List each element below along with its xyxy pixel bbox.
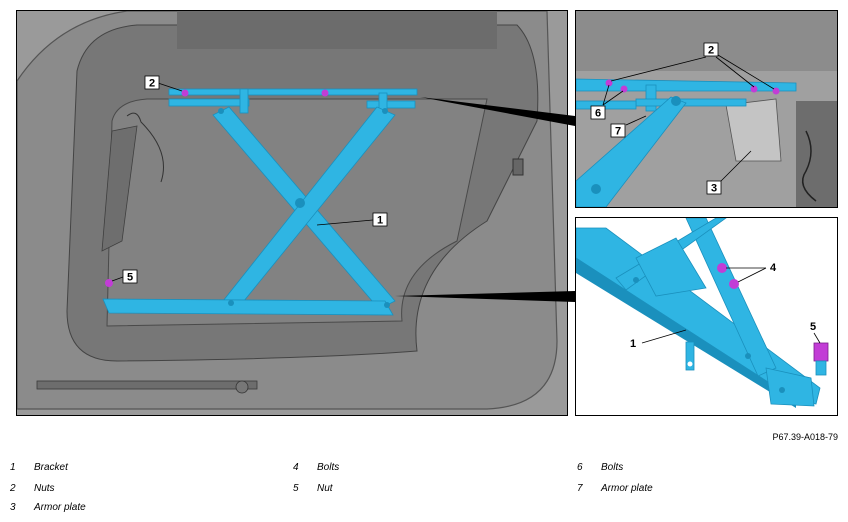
nut-marker (105, 279, 113, 287)
top-detail-illustration: 2 6 7 3 (576, 11, 837, 207)
legend-label: Bracket (34, 462, 68, 473)
callout-top-2: 2 (708, 45, 714, 57)
callout-top-6: 6 (595, 108, 601, 120)
legend-number: 3 (10, 502, 16, 513)
bolt-marker (717, 263, 727, 273)
legend-label: Armor plate (34, 502, 86, 513)
legend-label: Nuts (34, 483, 55, 494)
detail-view-bottom: 4 5 1 (575, 217, 838, 416)
legend-label: Nut (317, 483, 333, 494)
document-code: P67.39-A018-79 (772, 432, 838, 442)
bolt-marker (620, 85, 628, 93)
bolt-marker (605, 79, 613, 87)
legend-label: Bolts (317, 462, 340, 473)
bolt-marker (729, 279, 739, 289)
nut-marker (181, 89, 189, 97)
callout-main-5: 5 (127, 272, 133, 284)
callout-main-2: 2 (149, 78, 155, 90)
legend-number: 5 (293, 483, 299, 494)
door-illustration: 2 1 5 (17, 11, 567, 415)
nut-marker (321, 89, 329, 97)
bracket-detail-bottom (576, 218, 821, 408)
callout-bottom-5: 5 (810, 321, 816, 333)
legend: 1 Bracket 2 Nuts 3 Armor plate 4 Bolts 5… (0, 458, 848, 522)
bottom-detail-illustration: 4 5 1 (576, 218, 837, 415)
main-door-view: 2 1 5 (16, 10, 568, 416)
nut-marker (813, 342, 829, 362)
callout-bottom-4: 4 (770, 262, 777, 274)
detail-view-top: 2 6 7 3 (575, 10, 838, 208)
legend-number: 7 (577, 483, 583, 494)
callout-top-7: 7 (615, 126, 621, 138)
bracket-detail (576, 78, 797, 207)
legend-number: 4 (293, 462, 299, 473)
legend-number: 1 (10, 462, 16, 473)
callout-top-3: 3 (711, 183, 717, 195)
legend-label: Bolts (601, 462, 624, 473)
legend-label: Armor plate (601, 483, 653, 494)
nut-marker (772, 87, 780, 95)
callout-bottom-1: 1 (630, 338, 636, 350)
callout-main-1: 1 (377, 215, 383, 227)
bracket (102, 88, 418, 316)
nut-marker (750, 85, 758, 93)
legend-number: 6 (577, 462, 583, 473)
legend-number: 2 (10, 483, 16, 494)
